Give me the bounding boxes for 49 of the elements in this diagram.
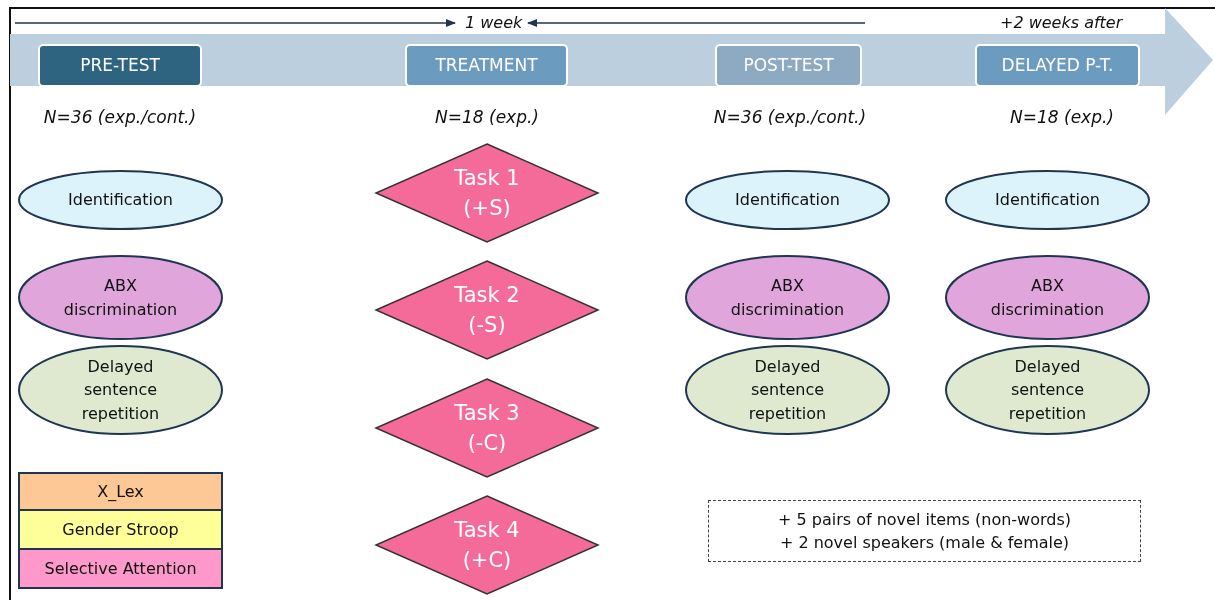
task-label: ABX discrimination <box>62 275 179 321</box>
note-text: + 5 pairs of novel items (non-words) <box>778 508 1071 531</box>
phase-box <box>715 44 862 87</box>
task-label: ABX discrimination <box>729 275 846 321</box>
task-oval <box>685 255 890 340</box>
sample-size-label: N=36 (exp./cont.) <box>43 107 197 127</box>
task-label: Delayed sentence repetition <box>747 356 828 425</box>
test-label: Gender Stroop <box>62 518 179 541</box>
note-box <box>708 500 1141 562</box>
task-oval <box>18 345 223 435</box>
timeline-label: +2 weeks after <box>1000 13 1123 32</box>
test-label: Selective Attention <box>44 557 197 580</box>
task-oval <box>18 255 223 340</box>
task-label: Identification <box>995 189 1100 212</box>
phase-box <box>38 44 202 87</box>
timeline-label: 1 week <box>465 13 523 32</box>
sample-size-label: N=18 (exp.) <box>1010 107 1114 127</box>
phase-title: POST-TEST <box>743 54 834 78</box>
phase-box <box>405 44 568 87</box>
task-oval <box>685 345 890 435</box>
task-label: Identification <box>735 189 840 212</box>
test-label: X_Lex <box>97 480 144 503</box>
task-oval <box>945 255 1150 340</box>
phase-title: PRE-TEST <box>80 54 160 78</box>
phase-title: DELAYED P-T. <box>1001 54 1114 78</box>
task-label: Task 2 (-S) <box>453 281 521 339</box>
task-oval <box>685 170 890 230</box>
test-bar <box>18 511 223 550</box>
note-text: + 2 novel speakers (male & female) <box>779 532 1070 554</box>
phase-box <box>975 44 1140 87</box>
task-oval <box>945 170 1150 230</box>
task-label: ABX discrimination <box>989 275 1106 321</box>
task-label: Task 3 (-C) <box>453 399 521 457</box>
task-label: Delayed sentence repetition <box>1007 356 1088 425</box>
task-oval <box>945 345 1150 435</box>
test-bar <box>18 550 223 589</box>
task-label: Task 1 (+S) <box>453 164 521 222</box>
task-diamond <box>375 495 599 595</box>
task-diamond <box>375 260 599 360</box>
task-oval <box>18 170 223 230</box>
sample-size-label: N=18 (exp.) <box>435 107 539 127</box>
task-diamond <box>375 378 599 478</box>
task-label: Identification <box>68 189 173 212</box>
sample-size-label: N=36 (exp./cont.) <box>713 107 867 127</box>
task-label: Delayed sentence repetition <box>80 356 161 425</box>
task-label: Task 4 (+C) <box>453 516 521 574</box>
task-diamond <box>375 143 599 243</box>
phase-title: TREATMENT <box>435 54 538 78</box>
test-bar <box>18 472 223 511</box>
